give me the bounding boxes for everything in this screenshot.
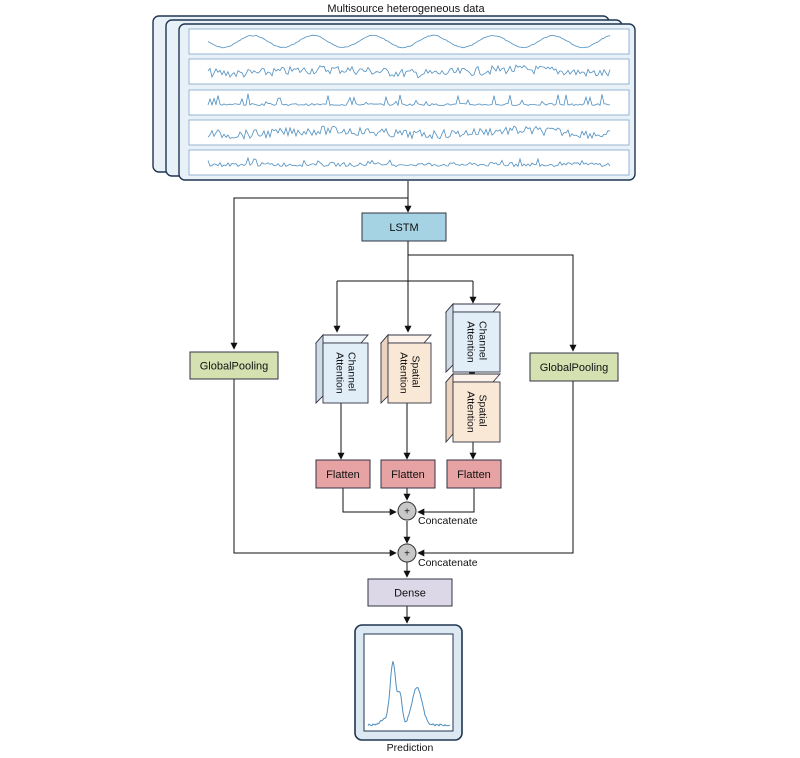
spatial-attention-2-line1: Spatial (477, 394, 489, 426)
global-pooling-right: GlobalPooling (529, 352, 619, 382)
flatten-3-label: Flatten (457, 469, 491, 481)
signal-row-2 (188, 58, 630, 85)
spatial-attention-block-1: Spatial Attention (380, 333, 432, 405)
flatten-1-label: Flatten (326, 469, 360, 481)
global-pooling-left: GlobalPooling (189, 351, 279, 380)
signal-row-1 (188, 28, 630, 55)
svg-text:Channel Attention: Channel Attention (334, 352, 358, 394)
prediction-panel: Prediction (354, 624, 463, 754)
concat-2-symbol: + (404, 549, 410, 560)
signal-row-3 (188, 89, 630, 116)
global-pooling-right-label: GlobalPooling (540, 362, 609, 374)
spatial-attention-1-line2: Attention (398, 352, 410, 394)
signal-trace-1 (207, 34, 611, 49)
diagram-title: Multisource heterogeneous data (327, 3, 485, 15)
spatial-attention-2-line2: Attention (465, 391, 477, 433)
concat-1-symbol: + (404, 507, 410, 518)
signal-rows (188, 28, 630, 176)
flatten-node-2: Flatten (380, 459, 436, 489)
channel-attention-block-1: Channel Attention (315, 333, 369, 405)
lstm-node: LSTM (361, 212, 447, 242)
signal-trace-3 (207, 93, 611, 107)
prediction-label: Prediction (387, 742, 434, 754)
connectors (230, 181, 577, 624)
channel-attention-2-line1: Channel (477, 321, 489, 360)
dense-label: Dense (394, 588, 426, 600)
dense-node: Dense (367, 578, 453, 607)
signal-row-5 (188, 149, 630, 176)
signal-trace-2 (207, 64, 611, 79)
concatenate-node-1: + Concatenate (397, 501, 478, 527)
channel-attention-block-2: Channel Attention (445, 302, 501, 374)
lstm-label: LSTM (389, 222, 418, 234)
concatenate-node-2: + Concatenate (397, 543, 478, 569)
prediction-curve (367, 661, 451, 727)
global-pooling-left-label: GlobalPooling (200, 361, 269, 373)
channel-attention-2-line2: Attention (465, 321, 477, 363)
signal-trace-5 (207, 156, 611, 168)
channel-attention-1-line2: Attention (334, 352, 346, 394)
spatial-attention-1-line1: Spatial (410, 355, 422, 387)
spatial-attention-block-2: Spatial Attention (445, 372, 501, 444)
signal-row-4 (188, 119, 630, 146)
data-stack (152, 15, 636, 181)
svg-text:Spatial Attention: Spatial Attention (465, 391, 489, 433)
flatten-node-3: Flatten (446, 459, 502, 489)
concatenate-2-label: Concatenate (418, 557, 478, 569)
svg-text:Spatial Attention: Spatial Attention (398, 352, 422, 394)
concatenate-1-label: Concatenate (418, 515, 478, 527)
flatten-2-label: Flatten (391, 469, 425, 481)
svg-text:Channel Attention: Channel Attention (465, 321, 489, 363)
signal-trace-4 (207, 125, 611, 141)
flatten-node-1: Flatten (315, 459, 371, 489)
channel-attention-1-line1: Channel (346, 352, 358, 391)
